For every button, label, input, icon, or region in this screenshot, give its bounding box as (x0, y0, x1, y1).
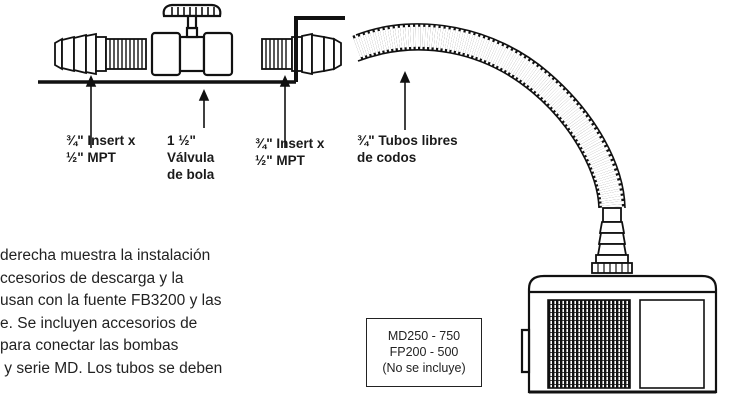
label-line: ¾" Tubos libres (357, 133, 458, 148)
ball-valve (150, 3, 234, 77)
text-line: e. Se incluyen accesorios de (0, 314, 198, 332)
text-line: usan con la fuente FB3200 y las (0, 292, 222, 309)
models-line: FP200 - 500 (389, 345, 459, 359)
text-line: ccesorios de descarga y la (0, 269, 184, 287)
pointer-arrows (85, 71, 411, 148)
label-line: ½" MPT (255, 153, 305, 168)
pump-models-box: MD250 - 750 FP200 - 500 (No se incluye) (366, 318, 482, 387)
pump-outlet-fitting (591, 207, 633, 274)
text-line: derecha muestra la instalación (0, 247, 211, 264)
description-text: derecha muestra la instalación ccesorios… (0, 245, 330, 380)
pump-grille (547, 299, 631, 389)
label-left-insert: ¾" Insert x ½" MPT (66, 132, 135, 166)
label-line: de codos (357, 150, 417, 165)
label-tubing: ¾" Tubos libres de codos (357, 132, 458, 166)
models-line: (No se incluye) (382, 361, 466, 375)
corrugated-tubing (352, 23, 626, 210)
label-line: 1 ½" (167, 133, 196, 148)
right-insert-fitting (261, 32, 342, 76)
label-ball-valve: 1 ½" Válvula de bola (167, 132, 214, 183)
text-line: para conectar las bombas (0, 337, 179, 354)
left-insert-fitting (54, 32, 147, 76)
models-line: MD250 - 750 (387, 329, 461, 343)
text-line: y serie MD. Los tubos se deben (0, 359, 223, 377)
label-line: ¾" Insert x (66, 133, 136, 148)
label-line: ¾" Insert x (255, 136, 325, 151)
label-right-insert: ¾" Insert x ½" MPT (255, 135, 324, 169)
label-line: Válvula (167, 150, 215, 165)
label-line: de bola (167, 167, 215, 182)
pump (520, 274, 718, 394)
label-line: ½" MPT (66, 150, 116, 165)
